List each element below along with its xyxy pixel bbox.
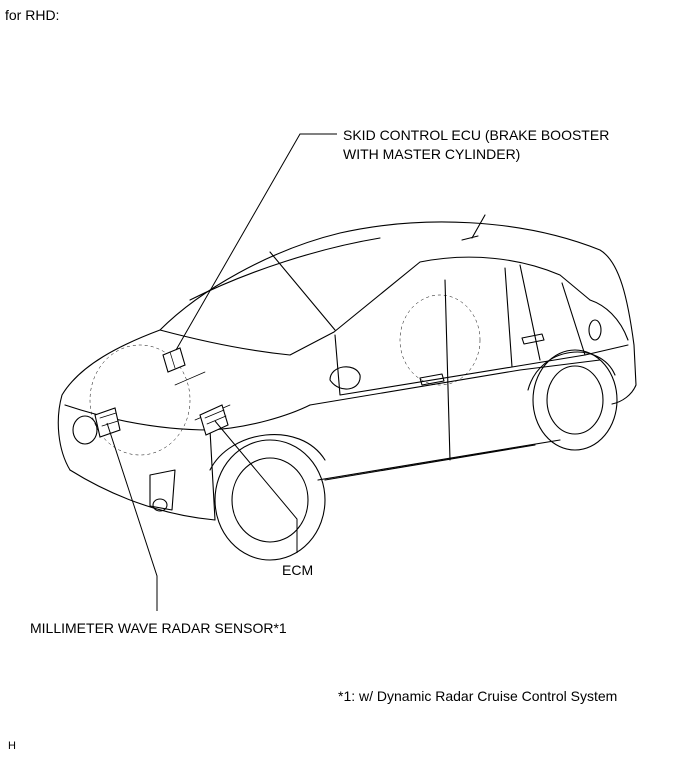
radar-sensor-leader xyxy=(106,422,158,611)
ecm-leader xyxy=(214,420,298,553)
ecm-part xyxy=(199,404,229,436)
vehicle-outline xyxy=(57,214,637,561)
radar-sensor-label: MILLIMETER WAVE RADAR SENSOR*1 xyxy=(30,620,287,636)
millimeter-wave-radar-sensor-part xyxy=(94,407,121,438)
skid-control-ecu-label-line1: SKID CONTROL ECU (BRAKE BOOSTER xyxy=(343,127,610,143)
skid-control-ecu-leader xyxy=(175,133,337,351)
skid-control-ecu-label-line2: WITH MASTER CYLINDER) xyxy=(343,146,521,162)
skid-control-ecu-part xyxy=(162,347,186,373)
variant-label: for RHD: xyxy=(5,7,60,23)
ecm-label: ECM xyxy=(282,562,314,578)
figure-code: H xyxy=(8,740,16,752)
footnote: *1: w/ Dynamic Radar Cruise Control Syst… xyxy=(338,688,618,704)
